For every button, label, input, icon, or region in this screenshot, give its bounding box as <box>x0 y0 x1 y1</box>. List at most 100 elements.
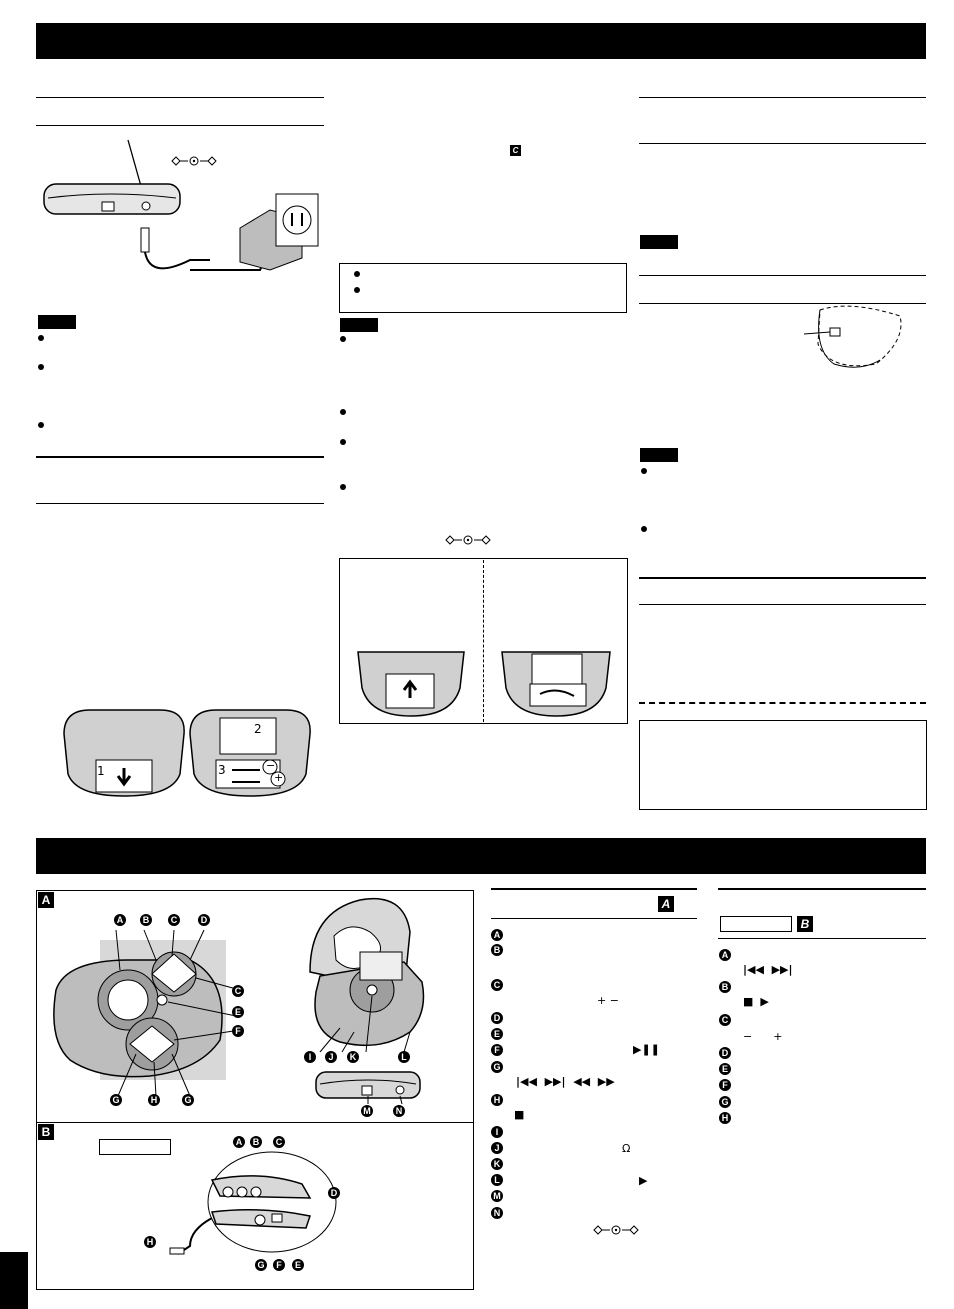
remote-stop-play-symbols: ■ ▶ <box>743 995 769 1008</box>
list-b: B <box>491 944 503 956</box>
remote-vol-symbols: − + <box>743 1030 783 1043</box>
remote-skip-symbols: |◀◀ ▶▶| <box>743 963 793 976</box>
remote-label-box <box>99 1139 171 1155</box>
list-m: M <box>491 1190 503 1202</box>
ref-c-icon: C <box>510 145 521 156</box>
left-rule-3 <box>36 456 324 458</box>
skip-search-symbols: |◀◀ ▶▶| ◀◀ ▶▶ <box>516 1075 615 1088</box>
list-d: D <box>491 1012 503 1024</box>
list-c: C <box>491 979 503 991</box>
right-rule-5 <box>639 577 926 579</box>
callout-i: I <box>304 1051 316 1063</box>
right-bottom-box <box>639 720 927 810</box>
note-label-left <box>38 315 76 329</box>
note-label-right-1 <box>640 235 678 249</box>
list-h: H <box>491 1094 503 1106</box>
remote-list-c: C <box>719 1014 731 1026</box>
remote-callout-g: G <box>255 1259 267 1271</box>
dc-in-polarity-icon <box>171 156 217 166</box>
bullet <box>340 484 346 490</box>
callout-f: F <box>232 1025 244 1037</box>
bullet <box>641 526 647 532</box>
left-rule-2 <box>36 125 324 126</box>
page-edge-tab <box>0 1252 28 1309</box>
player-side-jacks <box>315 1071 421 1105</box>
controls-frame-divider <box>37 1122 473 1123</box>
callout-n: N <box>393 1105 405 1117</box>
callout-d: D <box>198 914 210 926</box>
stop-symbol: ■ <box>514 1108 525 1121</box>
right-rule-4 <box>639 303 926 304</box>
remote-callout-b: B <box>250 1136 262 1148</box>
battery-compartment-left <box>357 651 465 717</box>
remote-callout-f: F <box>273 1259 285 1271</box>
note-label-right-2 <box>640 448 678 462</box>
left-rule-4 <box>36 503 324 504</box>
part-a-label: A <box>38 892 54 908</box>
callout-c-right: C <box>232 985 244 997</box>
list-i: I <box>491 1126 503 1138</box>
right-rule-6 <box>639 604 926 605</box>
ac-adaptor-connection-diagram <box>43 139 319 271</box>
compare-divider <box>483 560 484 722</box>
callout-g-right: G <box>182 1094 194 1106</box>
remote-ref-b: B <box>797 916 813 932</box>
polarity-minus: − <box>266 759 276 772</box>
dc-in-polarity-icon-3 <box>593 1225 639 1235</box>
bullet <box>38 364 44 370</box>
note-label-middle <box>340 318 378 332</box>
callout-l: L <box>398 1051 410 1063</box>
remote-rule-top <box>718 888 926 890</box>
callout-g-left: G <box>110 1094 122 1106</box>
remote-list-b: B <box>719 981 731 993</box>
part-b-label: B <box>38 1124 54 1140</box>
remote-list-a: A <box>719 949 731 961</box>
callout-e: E <box>232 1006 244 1018</box>
battery-step-3: 3 <box>218 763 226 777</box>
bullet <box>340 409 346 415</box>
battery-compartment-right <box>501 651 611 717</box>
battery-step-1: 1 <box>97 764 105 778</box>
list-j: J <box>491 1142 503 1154</box>
callout-h: H <box>148 1094 160 1106</box>
remote-list-e: E <box>719 1063 731 1075</box>
remote-list-h: H <box>719 1112 731 1124</box>
main-unit-rule-bottom <box>491 918 697 919</box>
bullet <box>340 439 346 445</box>
list-f: F <box>491 1044 503 1056</box>
battery-install-diagram <box>63 709 311 797</box>
list-l: L <box>491 1174 503 1186</box>
list-n: N <box>491 1207 503 1219</box>
dc-in-polarity-icon-2 <box>445 535 491 545</box>
bullet <box>38 335 44 341</box>
bullet <box>38 422 44 428</box>
player-control-closeup <box>53 929 241 1097</box>
callout-m: M <box>361 1105 373 1117</box>
top-section-header-bar <box>36 23 926 59</box>
list-a: A <box>491 929 503 941</box>
right-rule-1 <box>639 97 926 98</box>
remote-rule-bottom <box>718 938 926 939</box>
bullet <box>354 271 360 277</box>
remote-control-diagram <box>169 1151 337 1255</box>
list-g: G <box>491 1061 503 1073</box>
remote-list-g: G <box>719 1096 731 1108</box>
remote-callout-e: E <box>292 1259 304 1271</box>
right-rule-2 <box>639 143 926 144</box>
callout-b: B <box>140 914 152 926</box>
main-unit-rule-top <box>491 888 697 890</box>
remote-list-f: F <box>719 1079 731 1091</box>
callout-a: A <box>114 914 126 926</box>
callout-k: K <box>347 1051 359 1063</box>
remote-callout-h: H <box>144 1236 156 1248</box>
callout-c: C <box>168 914 180 926</box>
vol-symbol: + − <box>597 994 619 1007</box>
remote-callout-c: C <box>273 1136 285 1148</box>
remote-callout-d: D <box>328 1187 340 1199</box>
bullet <box>641 468 647 474</box>
play-pause-symbol: ▶❚❚ <box>633 1043 660 1056</box>
right-dashed-rule <box>639 702 926 704</box>
left-rule-1 <box>36 97 324 98</box>
battery-step-2: 2 <box>254 722 262 736</box>
middle-info-box <box>339 263 627 313</box>
